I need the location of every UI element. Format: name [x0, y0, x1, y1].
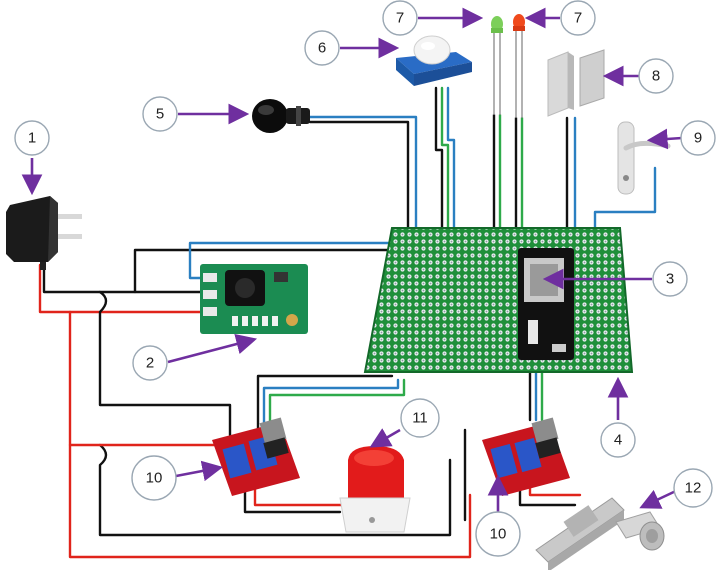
wire-button-blue: [308, 115, 418, 232]
wire-pir-blue: [446, 86, 456, 232]
svg-text:10: 10: [146, 470, 163, 487]
svg-text:3: 3: [666, 271, 674, 288]
callout-2: 2: [132, 345, 168, 381]
callout-7-red: 7: [560, 0, 596, 36]
reed-switch-icon: [547, 49, 605, 117]
svg-text:5: 5: [156, 106, 164, 123]
wire-button-black: [308, 120, 410, 232]
mosfet-module-right: [482, 417, 570, 496]
wire-pir-green: [440, 86, 450, 232]
wire-adapter-red: [38, 263, 202, 314]
wires: [38, 86, 657, 559]
wire-buck-blue: [188, 241, 394, 280]
svg-text:11: 11: [412, 410, 428, 427]
svg-text:7: 7: [396, 10, 404, 27]
wire-pcb-relay1-blue: [262, 378, 400, 432]
svg-text:9: 9: [694, 130, 702, 147]
callout-12: 12: [673, 468, 713, 508]
svg-text:1: 1: [28, 130, 36, 147]
push-button-icon: [252, 99, 310, 133]
arrow-2: [167, 333, 258, 364]
svg-text:10: 10: [490, 526, 507, 543]
arrow-9: [646, 128, 683, 150]
svg-text:2: 2: [146, 355, 154, 372]
wire-left-black-2: [98, 443, 452, 537]
power-adapter-icon: [6, 196, 82, 270]
callout-7-green: 7: [382, 0, 418, 36]
led-icon: [491, 16, 503, 115]
wire-pir-black: [434, 86, 444, 232]
svg-text:12: 12: [685, 480, 702, 497]
wire-pcb-relay1-green: [268, 378, 406, 432]
led-icon: [513, 14, 525, 118]
callout-arrows: [21, 7, 683, 512]
svg-text:6: 6: [318, 40, 326, 57]
door-handle-icon: [617, 121, 671, 195]
arrow-12: [639, 488, 679, 509]
pir-sensor-icon: [396, 35, 472, 86]
callout-10-left: 10: [131, 455, 177, 501]
callout-9: 9: [680, 120, 716, 156]
callout-10-right: 10: [475, 511, 521, 557]
microcontroller-icon: [518, 248, 574, 360]
buck-converter-icon: [200, 264, 308, 334]
wire-handle-blue: [593, 166, 657, 234]
wire-adapter-black: [42, 263, 202, 294]
wire-pcb-relay1-black: [256, 374, 394, 432]
svg-text:7: 7: [574, 10, 582, 27]
svg-text:8: 8: [652, 68, 660, 85]
callout-11: 11: [400, 398, 440, 438]
arrow-10a: [175, 460, 224, 482]
wire-left-black: [98, 290, 232, 437]
door-lock-icon: [535, 497, 665, 570]
callout-3: 3: [652, 261, 688, 297]
arrow-11: [369, 428, 401, 448]
wire-left-red-bottom: [68, 443, 472, 559]
perfboard: [363, 227, 634, 373]
callout-1: 1: [14, 120, 50, 156]
callout-8: 8: [638, 58, 674, 94]
callout-6: 6: [304, 30, 340, 66]
mosfet-module-left: [212, 417, 300, 496]
callout-badges: 1 2 3 4 5 6 7 7: [14, 0, 716, 557]
callout-5: 5: [142, 96, 178, 132]
callout-4: 4: [600, 422, 636, 458]
svg-text:4: 4: [614, 432, 622, 449]
siren-icon: [339, 446, 411, 533]
wire-black-bus-top: [133, 248, 394, 294]
